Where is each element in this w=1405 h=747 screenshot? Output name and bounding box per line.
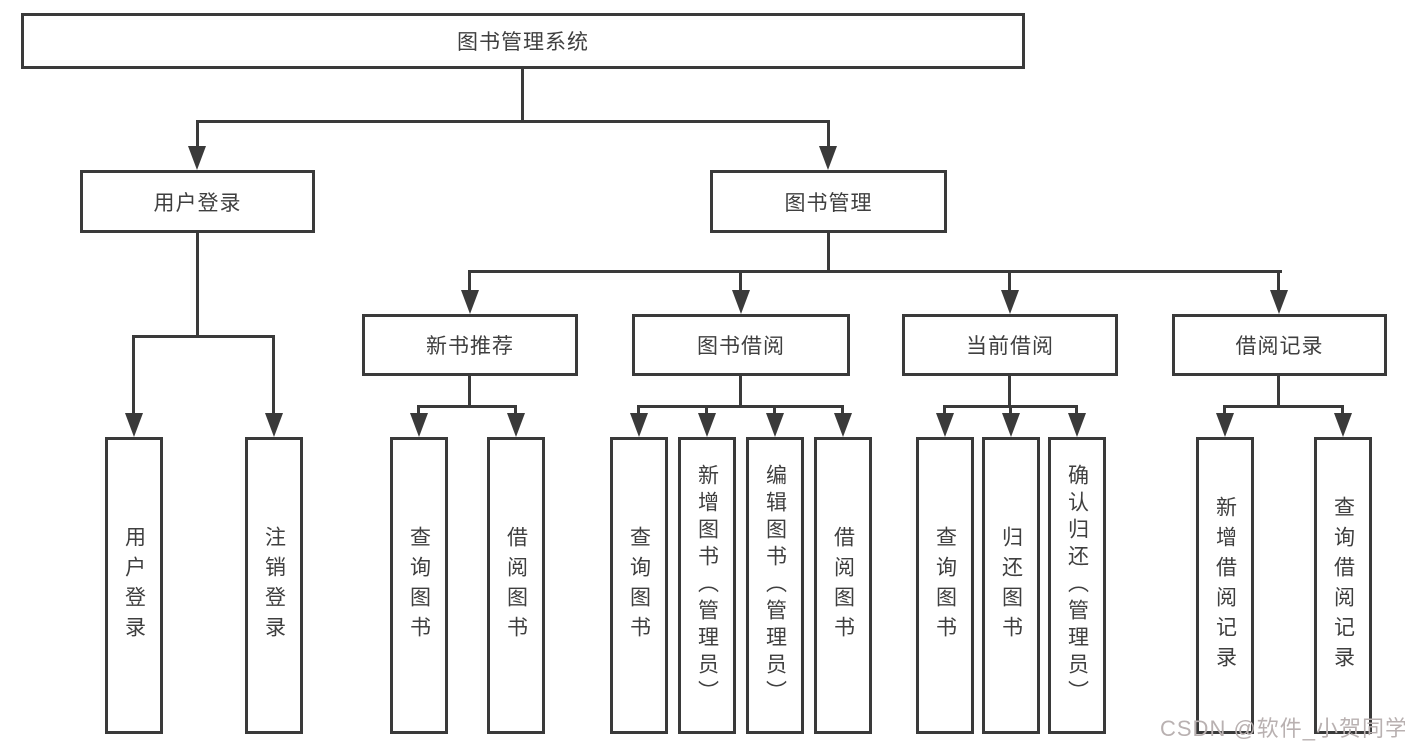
leaf-label: 新增借阅记录 bbox=[1213, 495, 1237, 676]
leaf-confirm-return-admin: 确认归还（管理员） bbox=[1048, 437, 1106, 734]
connector-line bbox=[1008, 376, 1011, 407]
connector-line bbox=[773, 405, 776, 417]
node-label: 图书管理 bbox=[784, 191, 873, 215]
arrow-down-icon bbox=[507, 413, 525, 437]
arrow-down-icon bbox=[819, 146, 837, 170]
leaf-label: 借阅图书 bbox=[831, 525, 855, 646]
leaf-edit-books-admin: 编辑图书（管理员） bbox=[746, 437, 804, 734]
node-user-login: 用户登录 bbox=[80, 170, 315, 233]
connector-line bbox=[705, 405, 708, 417]
arrow-down-icon bbox=[1216, 413, 1234, 437]
node-borrowing-records: 借阅记录 bbox=[1172, 314, 1387, 376]
connector-line bbox=[468, 270, 1282, 273]
arrow-down-icon bbox=[461, 290, 479, 314]
connector-line bbox=[468, 270, 471, 294]
arrow-down-icon bbox=[265, 413, 283, 437]
leaf-return-books: 归还图书 bbox=[982, 437, 1040, 734]
node-label: 图书借阅 bbox=[697, 335, 785, 358]
leaf-label: 借阅图书 bbox=[504, 525, 528, 646]
leaf-label: 编辑图书（管理员） bbox=[763, 464, 787, 707]
arrow-down-icon bbox=[1001, 290, 1019, 314]
node-label: 借阅记录 bbox=[1235, 335, 1324, 358]
arrow-down-icon bbox=[766, 413, 784, 437]
leaf-query-books-current: 查询图书 bbox=[916, 437, 974, 734]
arrow-down-icon bbox=[1270, 290, 1288, 314]
arrow-down-icon bbox=[125, 413, 143, 437]
leaf-label: 确认归还（管理员） bbox=[1065, 464, 1089, 707]
arrow-down-icon bbox=[1002, 413, 1020, 437]
leaf-label: 用户登录 bbox=[122, 525, 146, 646]
connector-line bbox=[196, 120, 199, 150]
leaf-label: 查询图书 bbox=[627, 525, 651, 646]
connector-line bbox=[1009, 405, 1012, 417]
leaf-borrow-books-newbook: 借阅图书 bbox=[487, 437, 545, 734]
connector-line bbox=[468, 376, 471, 407]
connector-line bbox=[417, 405, 517, 408]
connector-line bbox=[637, 405, 844, 408]
connector-line bbox=[1075, 405, 1078, 417]
arrow-down-icon bbox=[630, 413, 648, 437]
connector-line bbox=[132, 335, 135, 415]
connector-line bbox=[1223, 405, 1226, 417]
arrow-down-icon bbox=[834, 413, 852, 437]
leaf-query-books-newbook: 查询图书 bbox=[390, 437, 448, 734]
connector-line bbox=[417, 405, 420, 417]
connector-line bbox=[739, 376, 742, 407]
node-new-book-recommend: 新书推荐 bbox=[362, 314, 578, 376]
leaf-label: 查询图书 bbox=[933, 525, 957, 646]
node-label: 用户登录 bbox=[153, 191, 242, 215]
csdn-watermark: CSDN @软件_小贺同学 bbox=[1160, 716, 1405, 741]
connector-line bbox=[1277, 376, 1280, 407]
arrow-down-icon bbox=[1068, 413, 1086, 437]
node-label: 新书推荐 bbox=[426, 335, 514, 358]
node-label: 当前借阅 bbox=[966, 335, 1054, 358]
leaf-logout: 注销登录 bbox=[245, 437, 303, 734]
connector-line bbox=[1277, 270, 1280, 294]
leaf-borrow-books: 借阅图书 bbox=[814, 437, 872, 734]
connector-line bbox=[1341, 405, 1344, 417]
leaf-label: 归还图书 bbox=[999, 525, 1023, 646]
arrow-down-icon bbox=[410, 413, 428, 437]
connector-line bbox=[827, 120, 830, 150]
connector-line bbox=[196, 233, 199, 335]
connector-line bbox=[739, 270, 742, 294]
leaf-label: 查询借阅记录 bbox=[1331, 495, 1355, 676]
arrow-down-icon bbox=[1334, 413, 1352, 437]
connector-line bbox=[637, 405, 640, 417]
node-label: 图书管理系统 bbox=[457, 31, 589, 54]
node-library-management-system: 图书管理系统 bbox=[21, 13, 1025, 69]
leaf-add-books-admin: 新增图书（管理员） bbox=[678, 437, 736, 734]
node-book-borrowing: 图书借阅 bbox=[632, 314, 850, 376]
connector-line bbox=[514, 405, 517, 417]
leaf-query-books-borrow: 查询图书 bbox=[610, 437, 668, 734]
arrow-down-icon bbox=[698, 413, 716, 437]
node-book-management: 图书管理 bbox=[710, 170, 947, 233]
connector-line bbox=[943, 405, 946, 417]
connector-line bbox=[827, 233, 830, 270]
connector-line bbox=[841, 405, 844, 417]
leaf-query-borrow-record: 查询借阅记录 bbox=[1314, 437, 1372, 734]
leaf-label: 查询图书 bbox=[407, 525, 431, 646]
leaf-add-borrow-record: 新增借阅记录 bbox=[1196, 437, 1254, 734]
connector-line bbox=[1223, 405, 1344, 408]
connector-line bbox=[272, 335, 275, 415]
arrow-down-icon bbox=[936, 413, 954, 437]
leaf-user-login: 用户登录 bbox=[105, 437, 163, 734]
connector-line bbox=[521, 69, 524, 120]
arrow-down-icon bbox=[188, 146, 206, 170]
leaf-label: 新增图书（管理员） bbox=[695, 464, 719, 707]
arrow-down-icon bbox=[732, 290, 750, 314]
leaf-label: 注销登录 bbox=[262, 525, 286, 646]
connector-line bbox=[1008, 270, 1011, 294]
connector-line bbox=[196, 120, 830, 123]
connector-line bbox=[132, 335, 275, 338]
node-current-borrowing: 当前借阅 bbox=[902, 314, 1118, 376]
